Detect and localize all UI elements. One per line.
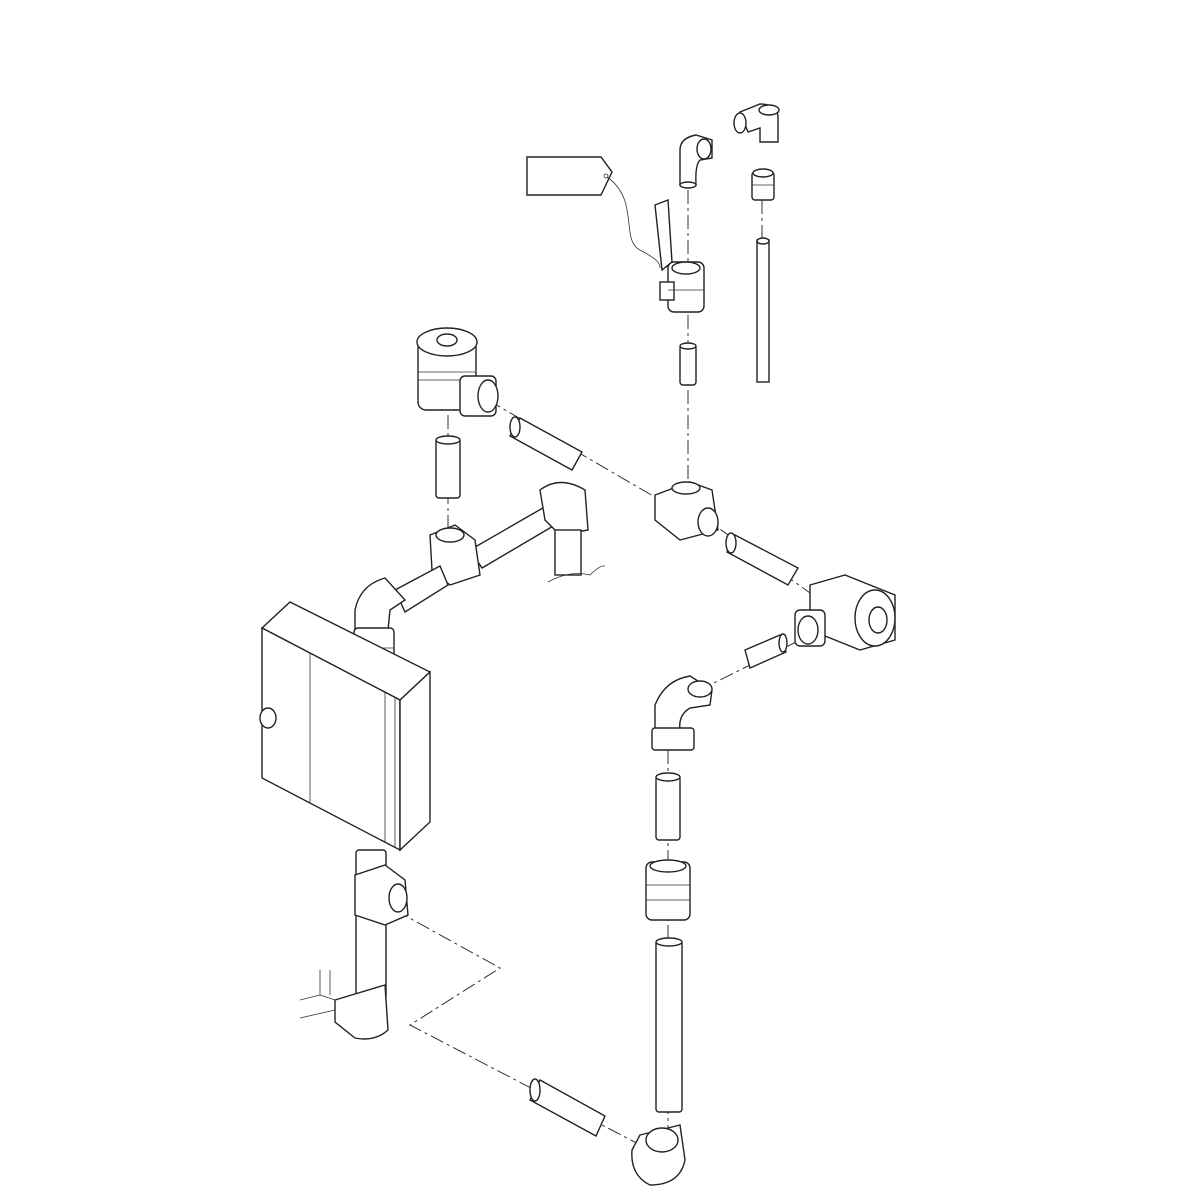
short-nipple <box>744 633 788 669</box>
top-right-elbow <box>733 103 780 143</box>
right-nipple <box>655 772 681 841</box>
ball-valve <box>654 199 705 313</box>
enclosure-box <box>259 601 432 852</box>
strainer-right <box>794 574 896 651</box>
long-nipple <box>655 937 683 1113</box>
angled-nipple-1 <box>509 416 583 471</box>
strainer-nipple <box>435 435 461 499</box>
left-tee <box>429 524 481 586</box>
right-elbow <box>651 675 713 751</box>
bottom-angled-nipple <box>529 1078 606 1137</box>
lower-pipe-run <box>299 849 409 1040</box>
strainer-top-left <box>416 327 499 417</box>
bottom-elbow <box>631 1124 686 1186</box>
union <box>645 859 691 921</box>
top-elbow <box>679 134 713 189</box>
tag <box>526 156 661 269</box>
compression-fitting <box>751 168 775 201</box>
tee-fitting <box>654 481 719 541</box>
box-latch-knob <box>259 707 277 729</box>
tube <box>756 237 770 383</box>
valve-nipple <box>679 342 697 386</box>
angled-nipple-2 <box>725 532 799 586</box>
upper-pipe-run <box>469 481 606 583</box>
